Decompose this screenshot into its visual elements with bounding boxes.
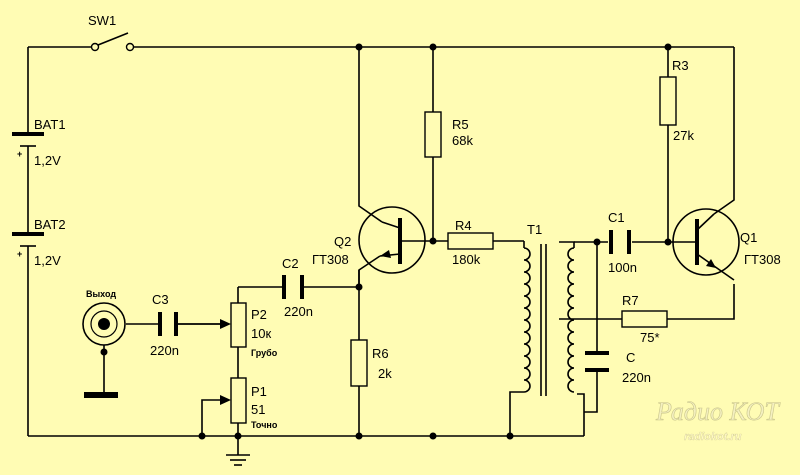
battery-bat1-value: 1,2V bbox=[34, 153, 61, 168]
resistor-r3-ref: R3 bbox=[672, 58, 689, 73]
potentiometer-p1-note: Точно bbox=[251, 420, 278, 430]
resistor-r4: R4 180k bbox=[447, 218, 494, 267]
capacitor-c3-ref: C3 bbox=[152, 292, 169, 307]
capacitor-c-value: 220n bbox=[622, 370, 651, 385]
transistor-q1: Q1 ГТ308 bbox=[672, 208, 781, 276]
transistor-q2-type: ГТ308 bbox=[312, 252, 349, 267]
resistor-r4-ref: R4 bbox=[455, 218, 472, 233]
capacitor-c1-ref: C1 bbox=[608, 210, 625, 225]
resistor-r6-value: 2k bbox=[378, 366, 392, 381]
capacitor-c1: C1 100n bbox=[608, 210, 637, 275]
potentiometer-p2: P2 10к Грубо bbox=[178, 302, 278, 358]
capacitor-c3: C3 220n bbox=[150, 292, 179, 358]
transistor-q1-type: ГТ308 bbox=[744, 252, 781, 267]
potentiometer-p2-value: 10к bbox=[251, 326, 271, 341]
resistor-r7-value: 75* bbox=[640, 330, 660, 345]
resistor-r6-ref: R6 bbox=[372, 346, 389, 361]
resistor-r7-ref: R7 bbox=[622, 293, 639, 308]
capacitor-c1-value: 100n bbox=[608, 260, 637, 275]
potentiometer-p2-ref: P2 bbox=[251, 307, 267, 322]
resistor-r6: R6 2k bbox=[350, 339, 392, 387]
output-jack: Выход bbox=[82, 289, 126, 398]
transistor-q2: Q2 ГТ308 bbox=[312, 206, 426, 274]
battery-bat1: BAT1 + 1,2V bbox=[12, 117, 66, 168]
transistor-q2-ref: Q2 bbox=[334, 234, 351, 249]
resistor-r7: R7 75* bbox=[621, 293, 668, 345]
watermark-logo: Радио КОТ radiokot.ru bbox=[655, 397, 781, 443]
battery-bat1-plus: + bbox=[17, 149, 22, 159]
capacitor-c2-ref: C2 bbox=[282, 256, 299, 271]
resistor-r3: R3 27k bbox=[659, 58, 694, 143]
switch-label: SW1 bbox=[88, 13, 116, 28]
battery-bat2-ref: BAT2 bbox=[34, 217, 66, 232]
resistor-r4-value: 180k bbox=[452, 252, 481, 267]
potentiometer-p1: P1 51 Точно bbox=[220, 377, 278, 430]
battery-bat2-value: 1,2V bbox=[34, 253, 61, 268]
potentiometer-p2-note: Грубо bbox=[251, 348, 278, 358]
battery-bat2: BAT2 + 1,2V bbox=[12, 217, 66, 268]
watermark-logo-text: Радио КОТ bbox=[655, 397, 780, 426]
transformer-t1: T1 bbox=[523, 222, 575, 396]
resistor-r5-value: 68k bbox=[452, 133, 473, 148]
capacitor-c2-value: 220n bbox=[284, 304, 313, 319]
transformer-t1-ref: T1 bbox=[527, 222, 542, 237]
capacitor-c2: C2 220n bbox=[282, 256, 313, 319]
battery-bat1-ref: BAT1 bbox=[34, 117, 66, 132]
watermark-site: radiokot.ru bbox=[684, 431, 742, 443]
junction-dots bbox=[100, 43, 672, 440]
transistor-q1-ref: Q1 bbox=[740, 230, 757, 245]
resistor-r5-ref: R5 bbox=[452, 117, 469, 132]
capacitor-c3-value: 220n bbox=[150, 343, 179, 358]
capacitor-c-ref: C bbox=[626, 350, 635, 365]
resistor-r3-value: 27k bbox=[673, 128, 694, 143]
battery-bat2-plus: + bbox=[17, 249, 22, 259]
switch-sw1: SW1 bbox=[88, 13, 135, 52]
potentiometer-p1-value: 51 bbox=[251, 402, 265, 417]
capacitor-c: C 220n bbox=[585, 350, 651, 385]
resistor-r5: R5 68k bbox=[424, 111, 473, 158]
potentiometer-p1-ref: P1 bbox=[251, 384, 267, 399]
output-label: Выход bbox=[86, 289, 116, 299]
ground-icon bbox=[226, 454, 250, 466]
